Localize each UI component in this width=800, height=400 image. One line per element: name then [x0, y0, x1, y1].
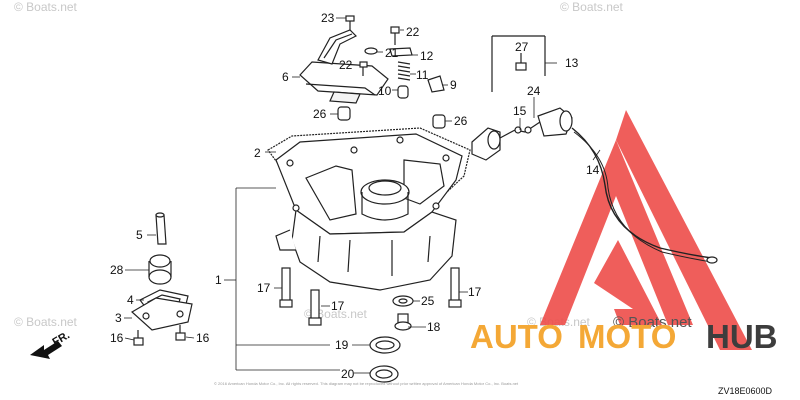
- callout-19: 19: [335, 338, 349, 352]
- callout-23: 23: [321, 11, 335, 25]
- callout-labels: 23 22 21 12 6 22 11 9 10 26 26 2 27 13 2…: [110, 11, 600, 381]
- breather-tube: [317, 29, 358, 65]
- pan-lower-body: [291, 208, 457, 291]
- callout-17-right: 17: [468, 285, 482, 299]
- callout-17-middle: 17: [331, 299, 345, 313]
- brand-word-auto: AUTO: [470, 318, 563, 355]
- callout-21: 21: [385, 46, 399, 60]
- oil-level-switch-assembly: [471, 35, 718, 264]
- callout-28: 28: [110, 263, 124, 277]
- callout-27: 27: [515, 40, 529, 54]
- reed-9: [427, 75, 445, 93]
- pin-5: [155, 214, 167, 245]
- breather-cover-assembly: [299, 15, 446, 129]
- callout-26-right: 26: [454, 114, 468, 128]
- watermark-mid-left: © Boats.net: [14, 315, 78, 329]
- callout-25: 25: [421, 294, 435, 308]
- front-direction-indicator: FR.: [30, 329, 72, 359]
- callout-1: 1: [215, 273, 222, 287]
- bolt-17-right: [450, 267, 460, 305]
- callout-26-left: 26: [313, 107, 327, 121]
- callout-22-upper: 22: [406, 25, 420, 39]
- pan-interior-wall: [305, 165, 357, 221]
- callout-6: 6: [282, 70, 289, 84]
- callout-16-right: 16: [196, 331, 210, 345]
- bolt-22-lower: [359, 61, 368, 68]
- spring-11: [397, 61, 411, 81]
- copyright-fine-print: © 2016 American Honda Motor Co., Inc. Al…: [214, 381, 519, 386]
- washer-21: [364, 47, 378, 55]
- breather-cover-plate: [299, 61, 389, 96]
- front-label: FR.: [51, 329, 72, 348]
- callout-18: 18: [427, 320, 441, 334]
- bolt-17-middle: [310, 289, 320, 321]
- brand-site-watermark: © Boats.net: [613, 314, 692, 331]
- brand-word-moto: MOTO: [578, 318, 676, 355]
- bolt-23: [345, 15, 355, 22]
- callout-14: 14: [586, 163, 600, 177]
- callout-22-lower: 22: [339, 58, 353, 72]
- callout-12: 12: [420, 49, 434, 63]
- callout-10: 10: [378, 84, 392, 98]
- breather-gasket: [329, 91, 361, 104]
- bolt-22-upper: [390, 26, 400, 34]
- callout-3: 3: [115, 311, 122, 325]
- bolt-16-left: [133, 337, 144, 346]
- plate-3: [130, 297, 193, 331]
- watermark-top-right: © Boats.net: [560, 0, 624, 14]
- callout-24: 24: [527, 84, 541, 98]
- harness-14: [571, 127, 713, 259]
- watermark-top-left: © Boats.net: [14, 0, 78, 14]
- dowel-26-right: [432, 114, 446, 129]
- callout-13: 13: [565, 56, 579, 70]
- automotohub-triangle-logo: [540, 110, 752, 350]
- callout-2: 2: [254, 146, 261, 160]
- bottom-parts: [279, 267, 462, 383]
- callout-20: 20: [341, 367, 355, 381]
- callout-4: 4: [127, 293, 134, 307]
- dowel-26-left: [337, 106, 351, 121]
- valve-10: [397, 85, 409, 99]
- callout-15: 15: [513, 104, 527, 118]
- bolt-17-left: [281, 267, 291, 305]
- seal-28: [149, 254, 171, 268]
- bolt-16-right: [175, 332, 186, 341]
- screw-27: [515, 62, 527, 71]
- callout-17-left: 17: [257, 281, 271, 295]
- oil-pan-body: [267, 127, 471, 291]
- callout-16-left: 16: [110, 331, 124, 345]
- callout-9: 9: [450, 78, 457, 92]
- callout-11: 11: [416, 68, 429, 82]
- brand-word-hub: HUB: [706, 318, 778, 355]
- automotohub-brand: © Boats.net AUTO MOTO HUB: [470, 314, 778, 355]
- diagram-code: ZV18E0600D: [718, 386, 773, 396]
- leader-lines: [124, 17, 601, 374]
- callout-5: 5: [136, 228, 143, 242]
- front-arrow-icon: [30, 341, 62, 359]
- left-parts: [130, 212, 193, 346]
